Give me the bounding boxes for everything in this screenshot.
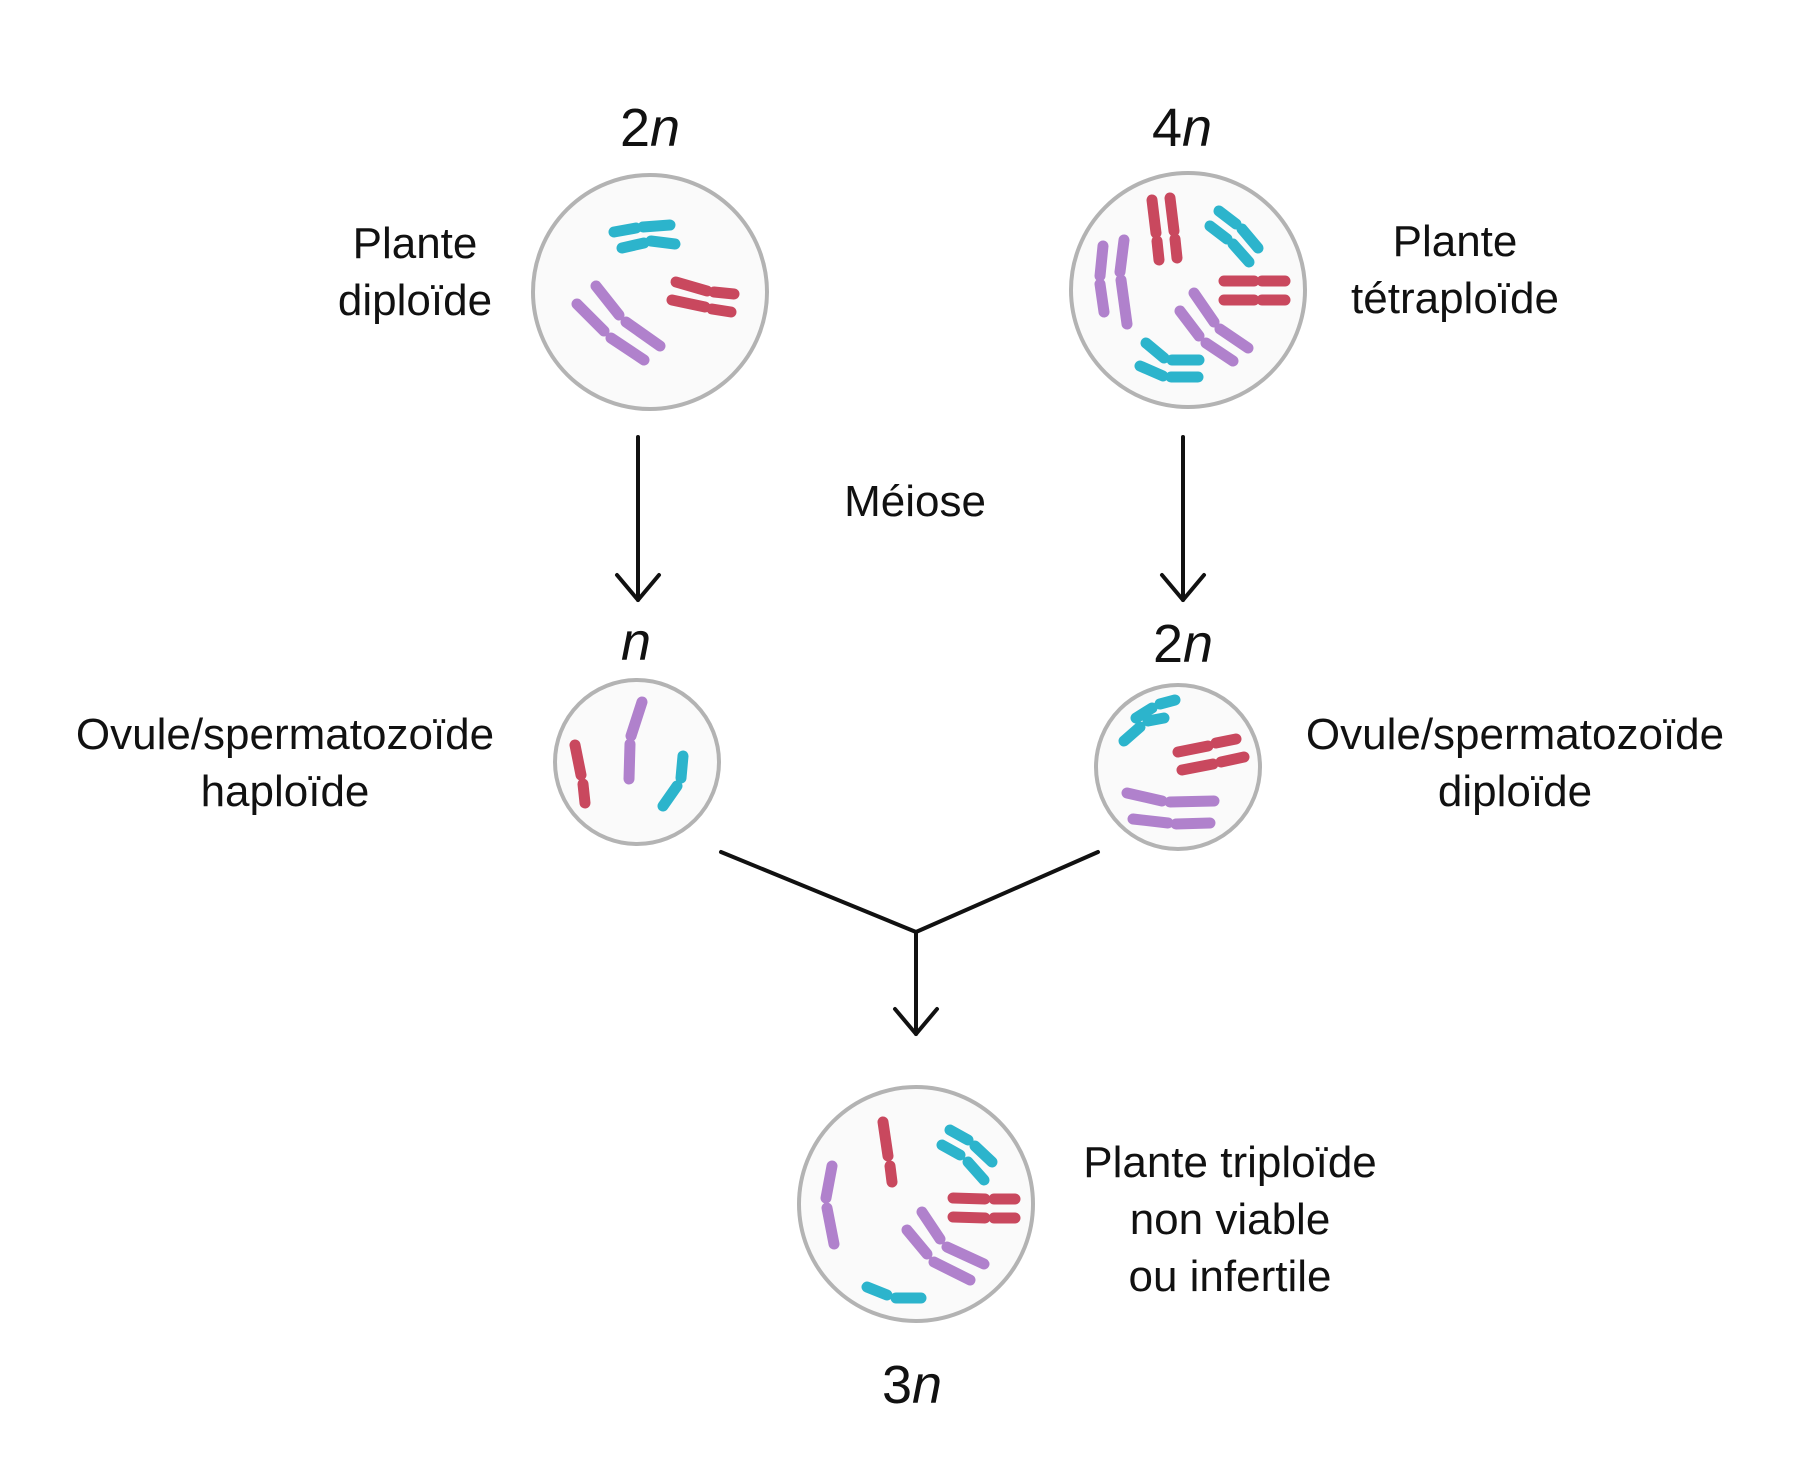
label-line: Plante [1392,217,1518,266]
label-tetraploid-plant: Plante tétraploïde [1330,213,1580,327]
meiosis-label: Méiose [844,477,986,526]
cell-haploid-gamete [553,678,721,846]
arrows [615,435,1206,1036]
ploidy-number: 3 [881,1355,912,1415]
fusion-line-left [719,850,918,934]
chromosomes-triploid-plant [820,1116,1021,1304]
label-line: Plante [352,219,478,268]
label-line: Plante triploïde [1083,1138,1377,1187]
ploidy-number: 4 [1151,98,1182,158]
ploidy-label-triploid-plant: 3n [862,1355,962,1415]
label-line: haploïde [200,767,370,816]
label-triploid-plant: Plante triploïde non viable ou infertile [1060,1134,1400,1305]
chromosomes-haploid-gamete [569,696,689,812]
label-line: diploïde [337,276,493,325]
label-meiosis: Méiose [815,473,1015,530]
ploidy-number: 2 [1152,614,1183,674]
label-line: Ovule/spermatozoïde [1305,710,1725,759]
ploidy-label-tetraploid-plant: 4n [1132,98,1232,158]
label-diploid-plant: Plante diploïde [315,215,515,329]
label-haploid-gamete: Ovule/spermatozoïde haploïde [55,706,515,820]
fusion-arrowhead [893,1007,939,1036]
ploidy-variable: n [620,612,652,672]
ploidy-variable: n [1183,614,1214,674]
ploidy-variable: n [650,98,681,158]
label-line: diploïde [1437,767,1593,816]
label-line: tétraploïde [1351,274,1559,323]
label-diploid-gamete: Ovule/spermatozoïde diploïde [1285,706,1745,820]
ploidy-label-haploid-gamete: n [586,612,686,672]
label-line: ou infertile [1128,1252,1332,1301]
chromosomes-tetraploid-plant [1094,192,1291,383]
ploidy-variable: n [912,1355,943,1415]
ploidy-label-diploid-plant: 2n [600,98,700,158]
ploidy-number: 2 [619,98,650,158]
label-line: Ovule/spermatozoïde [75,710,495,759]
chromosomes-diploid-gamete [1118,694,1250,830]
label-line: non viable [1129,1195,1331,1244]
fusion-line-right [914,850,1100,934]
meiosis-arrowhead-left [615,573,661,602]
meiosis-arrowhead-right [1160,573,1206,602]
ploidy-label-diploid-gamete: 2n [1133,614,1233,674]
chromosomes-diploid-plant [571,219,740,366]
cell-diploid-plant [531,173,769,411]
ploidy-variable: n [1182,98,1213,158]
